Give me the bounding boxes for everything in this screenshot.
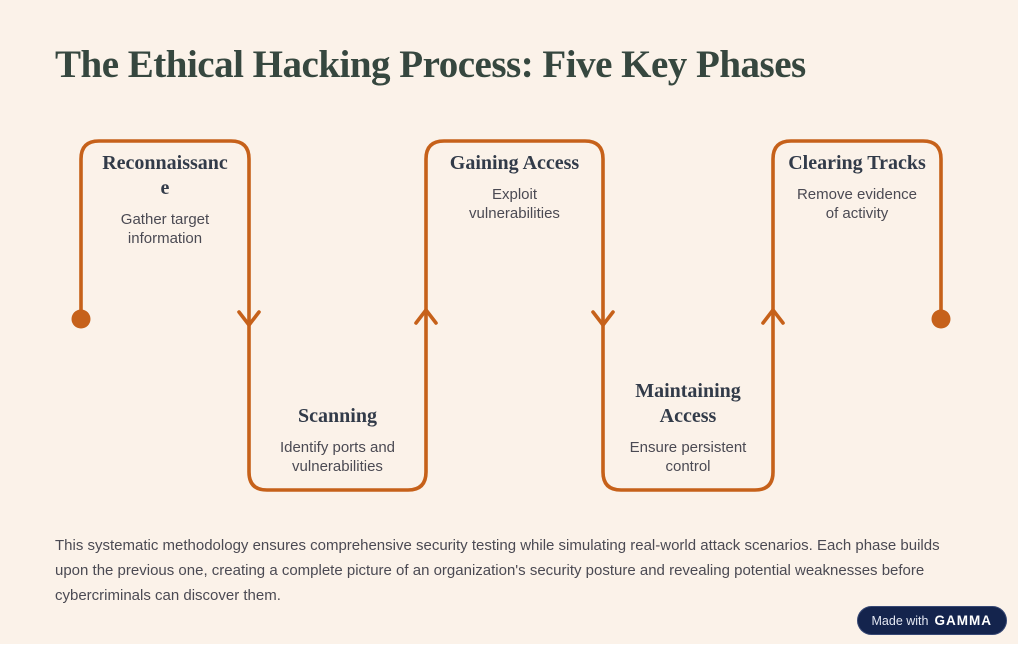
gamma-logo: GAMMA (934, 613, 992, 628)
phase-description: Exploit vulnerabilities (469, 185, 560, 222)
phase-description: Remove evidence of activity (796, 185, 918, 222)
phase-maintaining-access: Maintaining Access Ensure persistent con… (603, 379, 773, 476)
phase-title: Clearing Tracks (788, 152, 926, 174)
phase-title: Gaining Access (449, 152, 580, 174)
phase-title: Scanning (298, 405, 377, 427)
phase-gaining-access: Gaining Access Exploit vulnerabilities (426, 151, 603, 223)
phase-description: Identify ports and vulnerabilities (279, 438, 396, 475)
phase-description: Ensure persistent control (629, 438, 747, 475)
phase-title: Maintaining Access (635, 380, 741, 427)
made-with-gamma-badge[interactable]: Made with GAMMA (856, 606, 1007, 635)
phase-scanning: Scanning Identify ports and vulnerabilit… (249, 404, 426, 476)
phase-description: Gather target information (120, 210, 210, 247)
start-dot-icon (71, 309, 91, 329)
badge-prefix-label: Made with (871, 613, 929, 628)
arrow-down-icon (237, 310, 261, 327)
page-title: The Ethical Hacking Process: Five Key Ph… (55, 43, 806, 86)
end-dot-icon (931, 309, 951, 329)
phase-clearing-tracks: Clearing Tracks Remove evidence of activ… (773, 151, 941, 223)
phase-title: Reconnaissanc e (102, 152, 228, 199)
page-margin-bottom (0, 644, 1023, 650)
arrow-up-icon (414, 308, 438, 325)
summary-paragraph: This systematic methodology ensures comp… (55, 537, 940, 604)
phase-reconnaissance: Reconnaissanc e Gather target informatio… (81, 151, 249, 248)
arrow-down-icon (591, 310, 615, 327)
serpentine-path (79, 139, 943, 492)
arrow-up-icon (761, 308, 785, 325)
page-margin-right (1018, 0, 1023, 650)
